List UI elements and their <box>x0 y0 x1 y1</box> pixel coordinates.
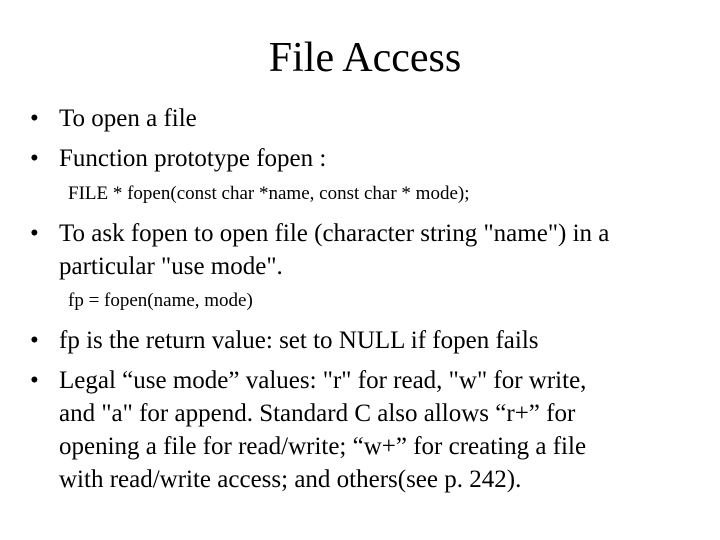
bullet-text-line-1: Legal “use mode” values: "r" for read, "… <box>59 367 587 394</box>
bullet-text: fp is the return value: set to NULL if f… <box>59 327 539 354</box>
bullet-icon: • <box>30 105 39 132</box>
bullet-icon: • <box>30 367 39 394</box>
slide-title: File Access <box>268 35 462 81</box>
bullet-text: To open a file <box>59 105 197 132</box>
bullet-icon: • <box>30 145 39 172</box>
bullet-text-line-1: To ask fopen to open file (character str… <box>59 220 610 247</box>
code-fopen-prototype: FILE * fopen(const char *name, const cha… <box>68 183 470 204</box>
bullet-text-line-4: with read/write access; and others(see p… <box>59 466 522 493</box>
bullet-text-line-2: particular "use mode". <box>59 253 283 280</box>
bullet-icon: • <box>30 220 39 247</box>
bullet-text-line-2: and "a" for append. Standard C also allo… <box>59 400 576 427</box>
bullet-text: Function prototype fopen : <box>59 145 327 172</box>
bullet-text-line-3: opening a file for read/write; “w+” for … <box>59 433 587 460</box>
code-fopen-call: fp = fopen(name, mode) <box>68 290 253 311</box>
bullet-icon: • <box>30 327 39 354</box>
